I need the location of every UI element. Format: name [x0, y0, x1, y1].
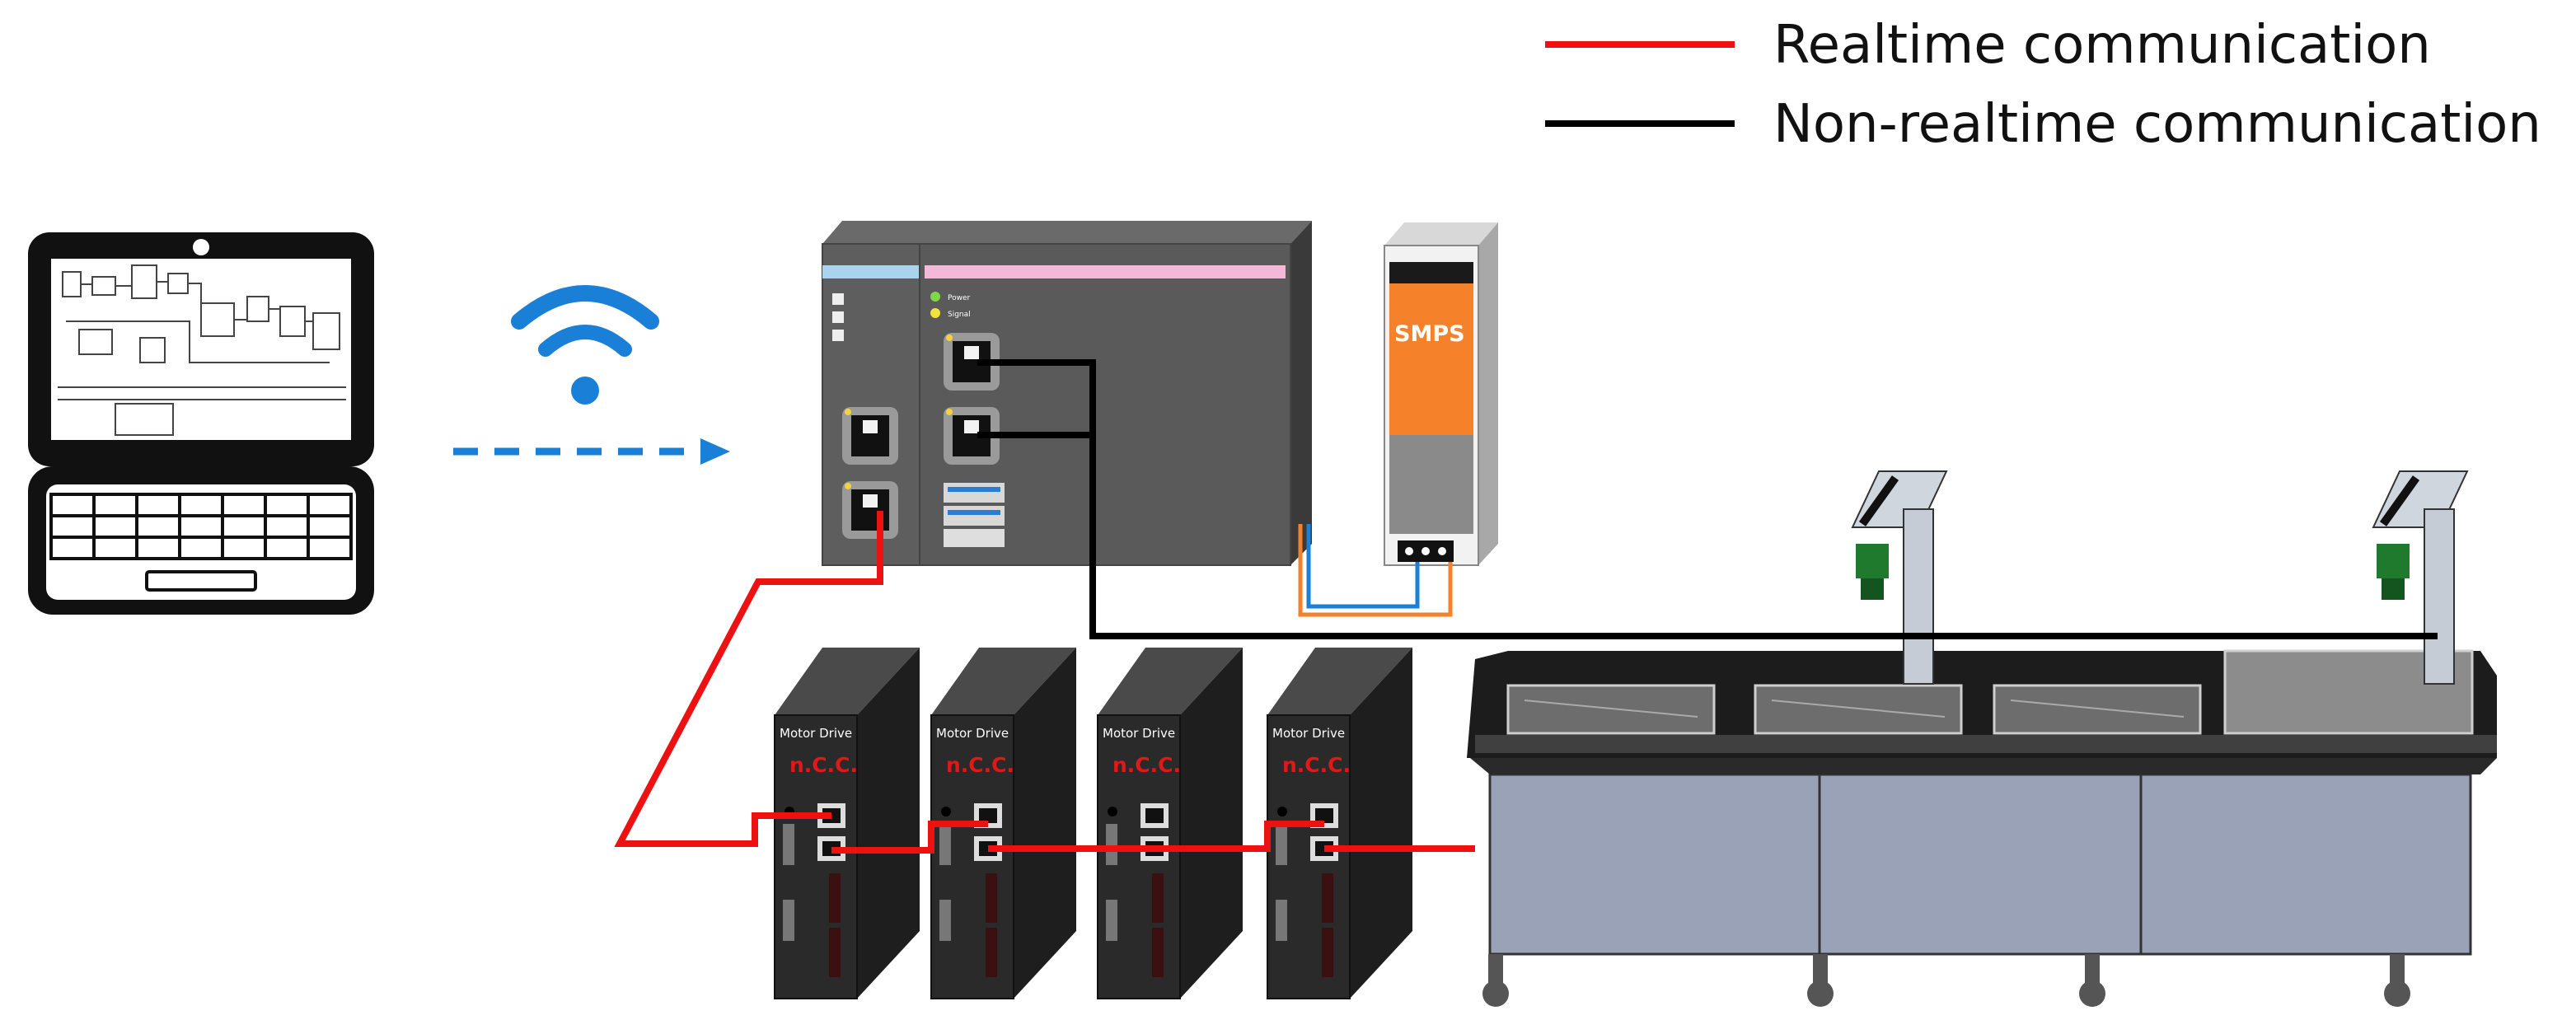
motor-drive-brand: n.C.C.	[1282, 753, 1351, 777]
motor-drive-title: Motor Drive	[1272, 726, 1345, 741]
smps-power-supply: SMPS	[1384, 222, 1498, 566]
power-wiring	[1298, 524, 1453, 617]
machine-front-panel-2	[1818, 773, 2143, 956]
machine-trays	[1506, 649, 2474, 735]
legend-non-realtime-label: Non-realtime communication	[1773, 94, 2541, 155]
signal-led-label: Signal	[948, 311, 971, 319]
camera-mount-left	[1851, 470, 1948, 685]
power-led	[930, 292, 940, 302]
motor-drive-2: Motor Drive n.C.C.	[930, 648, 1076, 999]
smps-label: SMPS	[1394, 321, 1465, 347]
usb-ports	[944, 483, 1005, 547]
non-realtime-links	[977, 359, 2438, 639]
motor-drive-4: Motor Drive n.C.C.	[1267, 648, 1412, 999]
motor-drive-title: Motor Drive	[1103, 726, 1175, 741]
power-led-label: Power	[948, 294, 971, 302]
camera-mount-right	[2372, 470, 2469, 685]
motor-drive-title: Motor Drive	[780, 726, 852, 741]
signal-led	[930, 308, 940, 318]
schematic-icon	[58, 264, 346, 436]
smps-label-panel	[1389, 283, 1473, 435]
motor-drive-brand: n.C.C.	[946, 753, 1014, 777]
wifi-icon	[511, 285, 659, 405]
motor-drive-3: Motor Drive n.C.C.	[1097, 648, 1243, 999]
machine-front-panel-1	[1488, 773, 1821, 956]
motor-drives: Motor Drive n.C.C. Motor Drive n.C.C.	[774, 648, 1412, 999]
keyboard-icon	[49, 493, 353, 592]
controller-unit: Power Signal	[822, 221, 1312, 566]
camera-icon	[1856, 544, 1889, 578]
motor-drive-title: Motor Drive	[936, 726, 1009, 741]
motor-drive-brand: n.C.C.	[789, 753, 858, 777]
ethernet-port-3	[842, 407, 898, 465]
wireless-link-arrow	[453, 438, 730, 465]
ethernet-port-1	[944, 333, 1000, 391]
camera-icon	[2377, 544, 2410, 578]
motor-drive-1: Motor Drive n.C.C.	[774, 648, 920, 999]
laptop-icon	[28, 232, 374, 615]
machine-base	[1467, 649, 2497, 1007]
ethernet-port-4	[842, 481, 898, 539]
realtime-links	[614, 511, 1475, 854]
ethernet-port-2	[944, 407, 1000, 465]
legend-realtime-label: Realtime communication	[1773, 15, 2431, 76]
motor-drive-brand: n.C.C.	[1112, 753, 1181, 777]
legend: Realtime communication Non-realtime comm…	[1545, 15, 2541, 155]
machine-front-panel-3	[2139, 773, 2472, 956]
